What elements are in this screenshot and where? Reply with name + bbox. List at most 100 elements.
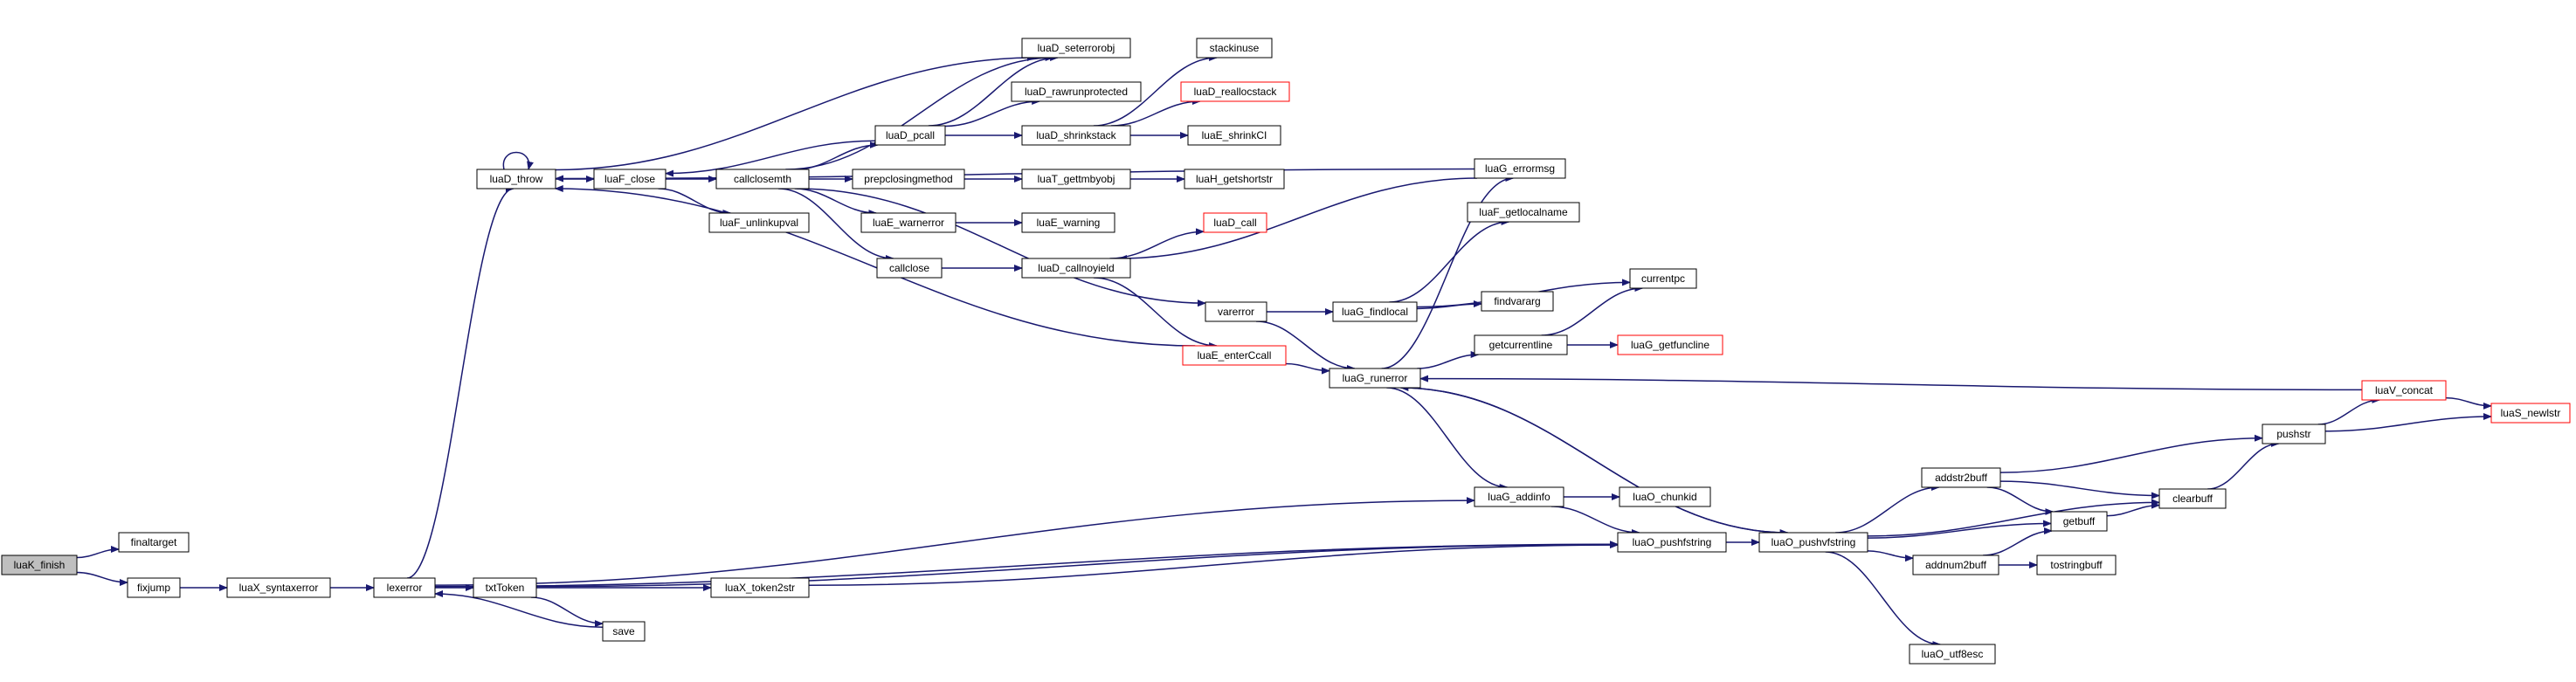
node-box[interactable] — [1629, 268, 1697, 289]
node-luaS_newlstr[interactable]: luaS_newlstr — [2490, 403, 2571, 424]
node-box[interactable] — [1021, 212, 1115, 233]
node-luaK_finish[interactable]: luaK_finish — [1, 555, 78, 575]
node-box[interactable] — [876, 258, 943, 279]
node-luaX_token2str[interactable]: luaX_token2str — [710, 577, 810, 598]
node-callclosemth[interactable]: callclosemth — [715, 169, 810, 189]
node-luaG_errormsg[interactable]: luaG_errormsg — [1474, 158, 1566, 179]
node-box[interactable] — [1474, 334, 1568, 355]
node-box[interactable] — [1187, 125, 1281, 146]
node-luaF_getlocalname[interactable]: luaF_getlocalname — [1467, 202, 1580, 223]
node-getcurrentline[interactable]: getcurrentline — [1474, 334, 1568, 355]
node-luaG_runerror[interactable]: luaG_runerror — [1329, 368, 1421, 389]
node-prepclosingmethod[interactable]: prepclosingmethod — [852, 169, 965, 189]
node-luaX_syntaxerror[interactable]: luaX_syntaxerror — [226, 577, 331, 598]
node-save[interactable]: save — [602, 621, 646, 642]
node-box[interactable] — [1617, 334, 1723, 355]
node-box[interactable] — [1203, 212, 1267, 233]
node-getbuff[interactable]: getbuff — [2050, 511, 2108, 532]
node-txtToken[interactable]: txtToken — [473, 577, 537, 598]
node-box[interactable] — [710, 577, 810, 598]
node-luaO_chunkid[interactable]: luaO_chunkid — [1619, 486, 1711, 507]
node-box[interactable] — [1332, 301, 1418, 322]
node-box[interactable] — [1021, 169, 1131, 189]
node-luaG_getfuncline[interactable]: luaG_getfuncline — [1617, 334, 1723, 355]
node-box[interactable] — [1909, 644, 1996, 665]
node-lexerror[interactable]: lexerror — [373, 577, 436, 598]
node-box[interactable] — [1617, 532, 1727, 553]
node-luaT_gettmbyobj[interactable]: luaT_gettmbyobj — [1021, 169, 1131, 189]
node-box[interactable] — [1474, 486, 1564, 507]
node-luaF_close[interactable]: luaF_close — [593, 169, 666, 189]
node-box[interactable] — [602, 621, 646, 642]
node-pushstr[interactable]: pushstr — [2262, 424, 2326, 444]
node-box[interactable] — [1021, 38, 1131, 59]
node-box[interactable] — [1619, 486, 1711, 507]
node-stackinuse[interactable]: stackinuse — [1196, 38, 1273, 59]
node-luaD_shrinkstack[interactable]: luaD_shrinkstack — [1021, 125, 1131, 146]
node-luaE_enterCcall[interactable]: luaE_enterCcall — [1182, 345, 1287, 366]
node-box[interactable] — [715, 169, 810, 189]
node-box[interactable] — [860, 212, 957, 233]
node-luaO_pushvfstring[interactable]: luaO_pushvfstring — [1758, 532, 1868, 553]
node-box[interactable] — [1, 555, 78, 575]
node-box[interactable] — [1182, 345, 1287, 366]
node-luaG_addinfo[interactable]: luaG_addinfo — [1474, 486, 1564, 507]
node-clearbuff[interactable]: clearbuff — [2158, 488, 2227, 509]
node-luaO_utf8esc[interactable]: luaO_utf8esc — [1909, 644, 1996, 665]
node-box[interactable] — [2158, 488, 2227, 509]
node-luaD_rawrunprotected[interactable]: luaD_rawrunprotected — [1011, 81, 1142, 102]
node-callclose[interactable]: callclose — [876, 258, 943, 279]
node-box[interactable] — [1329, 368, 1421, 389]
node-box[interactable] — [118, 532, 190, 553]
node-luaE_warnerror[interactable]: luaE_warnerror — [860, 212, 957, 233]
node-currentpc[interactable]: currentpc — [1629, 268, 1697, 289]
node-box[interactable] — [1758, 532, 1868, 553]
node-box[interactable] — [1021, 258, 1131, 279]
node-box[interactable] — [373, 577, 436, 598]
node-box[interactable] — [127, 577, 181, 598]
node-varerror[interactable]: varerror — [1205, 301, 1267, 322]
node-luaD_seterrorobj[interactable]: luaD_seterrorobj — [1021, 38, 1131, 59]
node-luaE_warning[interactable]: luaE_warning — [1021, 212, 1115, 233]
node-luaH_getshortstr[interactable]: luaH_getshortstr — [1184, 169, 1285, 189]
node-box[interactable] — [2036, 555, 2117, 575]
node-luaF_unlinkupval[interactable]: luaF_unlinkupval — [708, 212, 810, 233]
node-luaV_concat[interactable]: luaV_concat — [2361, 380, 2447, 401]
node-box[interactable] — [1481, 291, 1554, 312]
node-box[interactable] — [1196, 38, 1273, 59]
node-box[interactable] — [1205, 301, 1267, 322]
node-box[interactable] — [2050, 511, 2108, 532]
node-box[interactable] — [593, 169, 666, 189]
node-box[interactable] — [2262, 424, 2326, 444]
node-box[interactable] — [473, 577, 537, 598]
node-box[interactable] — [708, 212, 810, 233]
node-box[interactable] — [2361, 380, 2447, 401]
node-box[interactable] — [226, 577, 331, 598]
node-box[interactable] — [1467, 202, 1580, 223]
node-finaltarget[interactable]: finaltarget — [118, 532, 190, 553]
node-box[interactable] — [1912, 555, 1999, 575]
node-luaO_pushfstring[interactable]: luaO_pushfstring — [1617, 532, 1727, 553]
node-box[interactable] — [2490, 403, 2571, 424]
node-addstr2buff[interactable]: addstr2buff — [1921, 467, 2001, 488]
node-box[interactable] — [1184, 169, 1285, 189]
node-luaD_reallocstack[interactable]: luaD_reallocstack — [1180, 81, 1290, 102]
node-luaE_shrinkCI[interactable]: luaE_shrinkCI — [1187, 125, 1281, 146]
node-box[interactable] — [852, 169, 965, 189]
node-box[interactable] — [1180, 81, 1290, 102]
node-luaG_findlocal[interactable]: luaG_findlocal — [1332, 301, 1418, 322]
node-box[interactable] — [476, 169, 556, 189]
node-box[interactable] — [1474, 158, 1566, 179]
node-findvararg[interactable]: findvararg — [1481, 291, 1554, 312]
node-tostringbuff[interactable]: tostringbuff — [2036, 555, 2117, 575]
node-addnum2buff[interactable]: addnum2buff — [1912, 555, 1999, 575]
node-box[interactable] — [1011, 81, 1142, 102]
node-luaD_callnoyield[interactable]: luaD_callnoyield — [1021, 258, 1131, 279]
node-luaD_pcall[interactable]: luaD_pcall — [874, 125, 946, 146]
node-box[interactable] — [874, 125, 946, 146]
node-fixjump[interactable]: fixjump — [127, 577, 181, 598]
node-box[interactable] — [1021, 125, 1131, 146]
node-box[interactable] — [1921, 467, 2001, 488]
node-luaD_call[interactable]: luaD_call — [1203, 212, 1267, 233]
node-luaD_throw[interactable]: luaD_throw — [476, 169, 556, 189]
